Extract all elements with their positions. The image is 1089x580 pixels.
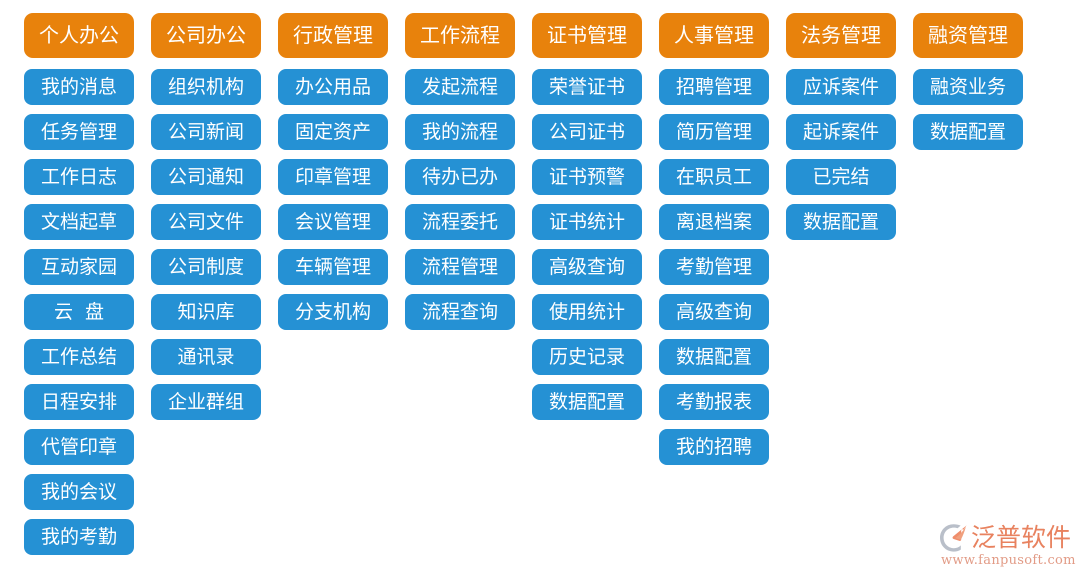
module-header-button[interactable]: 融资管理 [913, 13, 1023, 58]
module-item-button[interactable]: 公司文件 [151, 204, 261, 240]
module-item-button[interactable]: 知识库 [151, 294, 261, 330]
module-item-button[interactable]: 公司通知 [151, 159, 261, 195]
module-header-button[interactable]: 行政管理 [278, 13, 388, 58]
module-item-button[interactable]: 应诉案件 [786, 69, 896, 105]
brand-logo: 泛普软件 www.fanpusoft.com [939, 523, 1076, 568]
module-item-button[interactable]: 我的招聘 [659, 429, 769, 465]
module-item-button[interactable]: 考勤报表 [659, 384, 769, 420]
module-item-button[interactable]: 通讯录 [151, 339, 261, 375]
module-item-button[interactable]: 高级查询 [532, 249, 642, 285]
module-column: 证书管理荣誉证书公司证书证书预警证书统计高级查询使用统计历史记录数据配置 [532, 13, 642, 429]
module-item-button[interactable]: 云 盘 [24, 294, 134, 330]
module-item-button[interactable]: 公司证书 [532, 114, 642, 150]
module-item-button[interactable]: 流程查询 [405, 294, 515, 330]
module-item-button[interactable]: 我的消息 [24, 69, 134, 105]
module-item-button[interactable]: 任务管理 [24, 114, 134, 150]
module-item-button[interactable]: 融资业务 [913, 69, 1023, 105]
module-item-button[interactable]: 荣誉证书 [532, 69, 642, 105]
module-header-button[interactable]: 人事管理 [659, 13, 769, 58]
module-item-button[interactable]: 公司新闻 [151, 114, 261, 150]
module-header-button[interactable]: 个人办公 [24, 13, 134, 58]
module-item-button[interactable]: 工作总结 [24, 339, 134, 375]
module-column: 公司办公组织机构公司新闻公司通知公司文件公司制度知识库通讯录企业群组 [151, 13, 261, 429]
module-item-button[interactable]: 分支机构 [278, 294, 388, 330]
module-item-button[interactable]: 组织机构 [151, 69, 261, 105]
module-header-button[interactable]: 公司办公 [151, 13, 261, 58]
module-item-button[interactable]: 数据配置 [532, 384, 642, 420]
module-header-button[interactable]: 工作流程 [405, 13, 515, 58]
module-item-button[interactable]: 起诉案件 [786, 114, 896, 150]
fanpu-swoosh-icon [939, 523, 969, 553]
module-column: 工作流程发起流程我的流程待办已办流程委托流程管理流程查询 [405, 13, 515, 339]
module-header-button[interactable]: 证书管理 [532, 13, 642, 58]
module-item-button[interactable]: 使用统计 [532, 294, 642, 330]
module-item-button[interactable]: 互动家园 [24, 249, 134, 285]
module-item-button[interactable]: 我的会议 [24, 474, 134, 510]
module-item-button[interactable]: 文档起草 [24, 204, 134, 240]
module-item-button[interactable]: 数据配置 [913, 114, 1023, 150]
module-item-button[interactable]: 日程安排 [24, 384, 134, 420]
module-item-button[interactable]: 简历管理 [659, 114, 769, 150]
module-item-button[interactable]: 考勤管理 [659, 249, 769, 285]
module-column: 人事管理招聘管理简历管理在职员工离退档案考勤管理高级查询数据配置考勤报表我的招聘 [659, 13, 769, 474]
module-item-button[interactable]: 我的流程 [405, 114, 515, 150]
module-item-button[interactable]: 办公用品 [278, 69, 388, 105]
module-item-button[interactable]: 固定资产 [278, 114, 388, 150]
module-column: 法务管理应诉案件起诉案件已完结数据配置 [786, 13, 896, 249]
brand-name: 泛普软件 [971, 523, 1072, 552]
module-item-button[interactable]: 证书统计 [532, 204, 642, 240]
module-item-button[interactable]: 公司制度 [151, 249, 261, 285]
module-item-button[interactable]: 在职员工 [659, 159, 769, 195]
module-item-button[interactable]: 离退档案 [659, 204, 769, 240]
brand-logo-top: 泛普软件 [939, 523, 1071, 553]
module-item-button[interactable]: 车辆管理 [278, 249, 388, 285]
module-item-button[interactable]: 证书预警 [532, 159, 642, 195]
module-item-button[interactable]: 印章管理 [278, 159, 388, 195]
module-column: 行政管理办公用品固定资产印章管理会议管理车辆管理分支机构 [278, 13, 388, 339]
module-item-button[interactable]: 流程管理 [405, 249, 515, 285]
module-item-button[interactable]: 流程委托 [405, 204, 515, 240]
module-item-button[interactable]: 招聘管理 [659, 69, 769, 105]
module-header-button[interactable]: 法务管理 [786, 13, 896, 58]
module-item-button[interactable]: 代管印章 [24, 429, 134, 465]
module-column: 融资管理融资业务数据配置 [913, 13, 1023, 159]
module-item-button[interactable]: 历史记录 [532, 339, 642, 375]
module-item-button[interactable]: 数据配置 [659, 339, 769, 375]
module-item-button[interactable]: 待办已办 [405, 159, 515, 195]
brand-url: www.fanpusoft.com [941, 553, 1076, 568]
module-item-button[interactable]: 工作日志 [24, 159, 134, 195]
module-item-button[interactable]: 我的考勤 [24, 519, 134, 555]
module-item-button[interactable]: 高级查询 [659, 294, 769, 330]
module-item-button[interactable]: 会议管理 [278, 204, 388, 240]
module-item-button[interactable]: 发起流程 [405, 69, 515, 105]
module-column: 个人办公我的消息任务管理工作日志文档起草互动家园云 盘工作总结日程安排代管印章我… [24, 13, 134, 564]
module-item-button[interactable]: 企业群组 [151, 384, 261, 420]
module-item-button[interactable]: 数据配置 [786, 204, 896, 240]
module-item-button[interactable]: 已完结 [786, 159, 896, 195]
